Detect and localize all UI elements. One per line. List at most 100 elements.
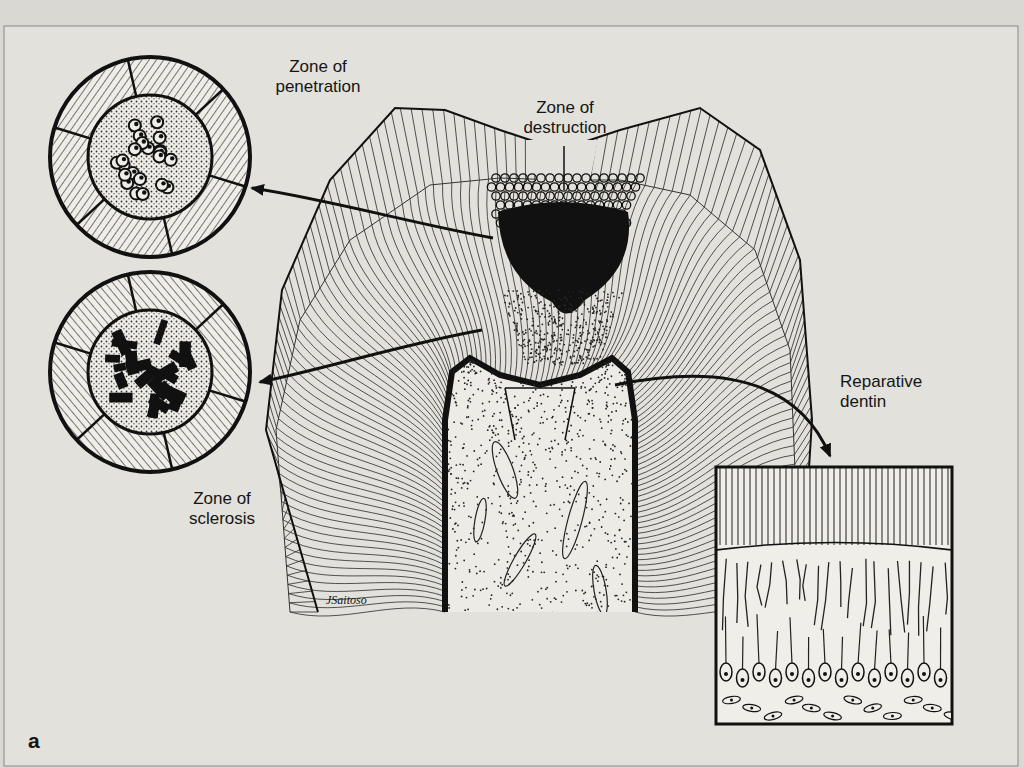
stipple-dot [569,303,571,305]
stipple-dot [546,512,548,514]
stipple-dot [594,319,596,321]
tubule-line [882,468,883,545]
stipple-dot [611,411,613,413]
stipple-dot [512,462,514,464]
stipple-dot [545,483,547,485]
network-cell [496,183,504,191]
stipple-dot [516,322,518,324]
stipple-dot [574,362,576,364]
stipple-dot [592,323,594,325]
stipple-dot [598,476,600,478]
tubule-lumen [88,310,212,434]
stipple-dot [559,305,561,307]
stipple-dot [467,371,469,373]
stipple-dot [471,369,473,371]
stipple-dot [530,476,532,478]
stipple-dot [448,440,450,442]
stipple-dot [595,577,597,579]
stipple-dot [518,446,520,448]
stipple-dot [565,460,567,462]
enamel-rod [672,110,691,191]
enamel-rod [290,612,318,613]
stipple-dot [591,586,593,588]
stipple-dot [578,297,580,299]
odontoblast-process [842,637,843,670]
stipple-dot [464,382,466,384]
stipple-dot [458,360,460,362]
bacteria [111,116,177,200]
destruction-zone [498,202,629,314]
stipple-dot [577,362,579,364]
stipple-dot [557,443,559,445]
stipple-dot [524,511,526,513]
network-cell [501,174,509,182]
stipple-dot [449,469,451,471]
stipple-dot [558,289,560,291]
stipple-dot [581,360,583,362]
stipple-dot [605,444,607,446]
stipple-dot [535,369,537,371]
stipple-dot [535,297,537,299]
stipple-dot [570,366,572,368]
stipple-dot [553,352,555,354]
dentin-tubule [282,511,445,555]
stipple-dot [519,484,521,486]
stipple-dot [612,450,614,452]
stipple-dot [586,403,588,405]
enamel-rod [495,128,498,178]
stipple-dot [531,599,533,601]
stipple-dot [586,507,588,509]
stipple-dot [592,407,594,409]
stipple-dot [533,306,535,308]
stipple-dot [586,602,588,604]
inset-circle [50,272,250,472]
stipple-dot [486,365,488,367]
stipple-dot [514,310,516,312]
stipple-dot [468,366,470,368]
tubule-branch [803,564,806,601]
stipple-dot [491,429,493,431]
stipple-dot [511,440,513,442]
stipple-dot [544,307,546,309]
stipple-dot [571,362,573,364]
stipple-dot [574,548,576,550]
stipple-dot [605,371,607,373]
odontoblast [918,663,930,681]
stipple-dot [457,525,459,527]
stipple-dot [519,603,521,605]
odontoblast-process [725,616,727,664]
stipple-dot [540,301,542,303]
stipple-dot [550,344,552,346]
inset-spokes [55,60,244,468]
stipple-dot [576,349,578,351]
stipple-dot [583,302,585,304]
stipple-dot [493,475,495,477]
tubule-line [846,468,847,545]
stipple-dot [561,324,563,326]
dentin-tubule [635,318,779,445]
stipple-dot [541,561,543,563]
stipple-dot [512,290,514,292]
stipple-dot [601,365,603,367]
stipple-dot [587,333,589,335]
stipple-dot [494,382,496,384]
reparative-line [505,387,575,389]
stipple-dot [527,474,529,476]
stipple-dot [558,380,560,382]
stipple-dot [523,442,525,444]
stipple-dot [593,328,595,330]
stipple-dot [466,366,468,368]
stipple-dot [533,501,535,503]
stipple-dot [599,313,601,315]
stipple-dot [465,541,467,543]
stipple-dot [533,361,535,363]
stipple-dot [627,365,629,367]
stipple-dot [593,312,595,314]
stipple-dot [517,530,519,532]
stipple-dot [483,415,485,417]
stipple-dot [540,360,542,362]
stipple-dot [535,342,537,344]
stipple-dot [566,300,568,302]
enamel-rod [400,108,417,193]
stipple-dot [569,565,571,567]
